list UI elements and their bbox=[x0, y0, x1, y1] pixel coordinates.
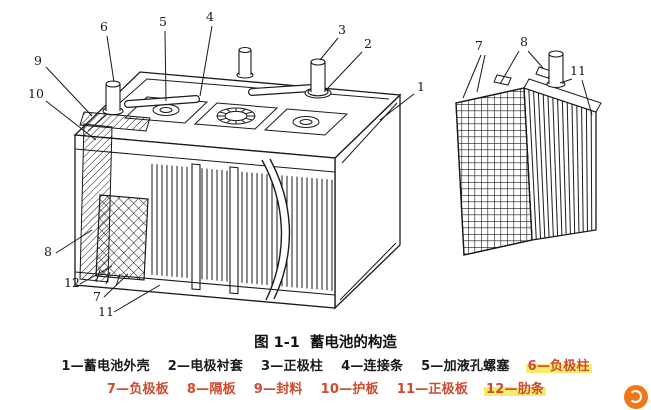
legend-item-12: 12—肋条 bbox=[484, 378, 547, 397]
figure-caption: 图 1-1 蓄电池的构造 bbox=[0, 331, 651, 352]
callout-1: 1 bbox=[417, 79, 425, 94]
electrode-grid-plate bbox=[95, 194, 149, 281]
legend-item-6: 6—负极柱 bbox=[525, 355, 592, 374]
legend-item-1: 1—蓄电池外壳 bbox=[61, 359, 150, 374]
negative-terminal-post bbox=[102, 80, 124, 116]
bottom-rib-lines bbox=[95, 269, 121, 287]
legend-item-4: 4—连接条 bbox=[341, 359, 404, 374]
curved-partition-edge bbox=[261, 159, 283, 301]
legend-item-2: 2—电极衬套 bbox=[167, 359, 244, 374]
callout-7: 7 bbox=[93, 289, 101, 304]
legend-item-8: 8—隔板 bbox=[186, 382, 236, 397]
right-face-base-edge bbox=[339, 242, 397, 301]
legend-item-9: 9—封料 bbox=[253, 382, 303, 397]
callout-right-7: 7 bbox=[475, 38, 483, 53]
callout-numbers: 6 5 4 3 2 9 10 1 8 12 7 11 7 8 11 bbox=[28, 9, 586, 319]
filler-plug-small bbox=[152, 104, 180, 116]
callout-4: 4 bbox=[206, 9, 214, 24]
right-plate-group-drawing bbox=[455, 50, 602, 256]
connector-strap bbox=[124, 95, 200, 108]
legend-item-7: 7—负极板 bbox=[106, 382, 169, 397]
case-base-edge bbox=[74, 271, 336, 296]
battery-structure-diagram: 6 5 4 3 2 9 10 1 8 12 7 11 7 8 11 bbox=[28, 9, 602, 319]
callout-6: 6 bbox=[100, 19, 108, 34]
legend-item-5: 5—加液孔螺塞 bbox=[421, 359, 510, 374]
callout-11: 11 bbox=[98, 304, 114, 319]
leader-lines bbox=[45, 25, 593, 313]
callout-3: 3 bbox=[338, 22, 346, 37]
callout-5: 5 bbox=[159, 14, 167, 29]
curved-partition-gap bbox=[262, 158, 290, 302]
legend-line-1: 1—蓄电池外壳 2—电极衬套 3—正极柱 4—连接条 5—加液孔螺塞 6—负极柱 bbox=[0, 355, 651, 374]
plate-group-top-strip bbox=[523, 78, 602, 113]
right-face-contour bbox=[341, 102, 398, 164]
callout-right-11: 11 bbox=[570, 63, 586, 78]
figure-number: 图 1-1 bbox=[254, 335, 300, 351]
legend-item-10: 10—护板 bbox=[320, 382, 379, 397]
figure-title: 蓄电池的构造 bbox=[309, 335, 397, 351]
filler-plug-ridged bbox=[216, 107, 256, 125]
cell-partition bbox=[229, 166, 239, 295]
legend-line-2: 7—负极板 8—隔板 9—封料 10—护板 11—正极板 12—肋条 bbox=[0, 378, 651, 397]
callout-8: 8 bbox=[44, 244, 52, 259]
callout-9: 9 bbox=[34, 53, 42, 68]
middle-vent-post bbox=[236, 46, 254, 79]
watermark-logo bbox=[624, 385, 648, 409]
callout-right-8: 8 bbox=[520, 34, 528, 49]
legend-item-3: 3—正极柱 bbox=[261, 359, 324, 374]
plate-group-terminal-post bbox=[546, 50, 566, 89]
filler-plug-ridges bbox=[217, 108, 255, 124]
cover-seal-edge bbox=[74, 148, 336, 173]
callout-10: 10 bbox=[28, 86, 44, 101]
callout-2: 2 bbox=[364, 36, 372, 51]
separator-edge-lines bbox=[523, 87, 597, 241]
filler-plug-small bbox=[292, 116, 320, 128]
left-battery-cutaway-drawing bbox=[73, 46, 402, 310]
legend-item-11: 11—正极板 bbox=[396, 382, 469, 397]
positive-terminal-post bbox=[304, 58, 332, 99]
callout-12: 12 bbox=[64, 275, 80, 290]
cell-partition bbox=[191, 163, 201, 291]
grid-plate-face bbox=[455, 87, 533, 256]
connector-strap bbox=[248, 84, 316, 96]
curved-partition-edge bbox=[269, 158, 291, 300]
